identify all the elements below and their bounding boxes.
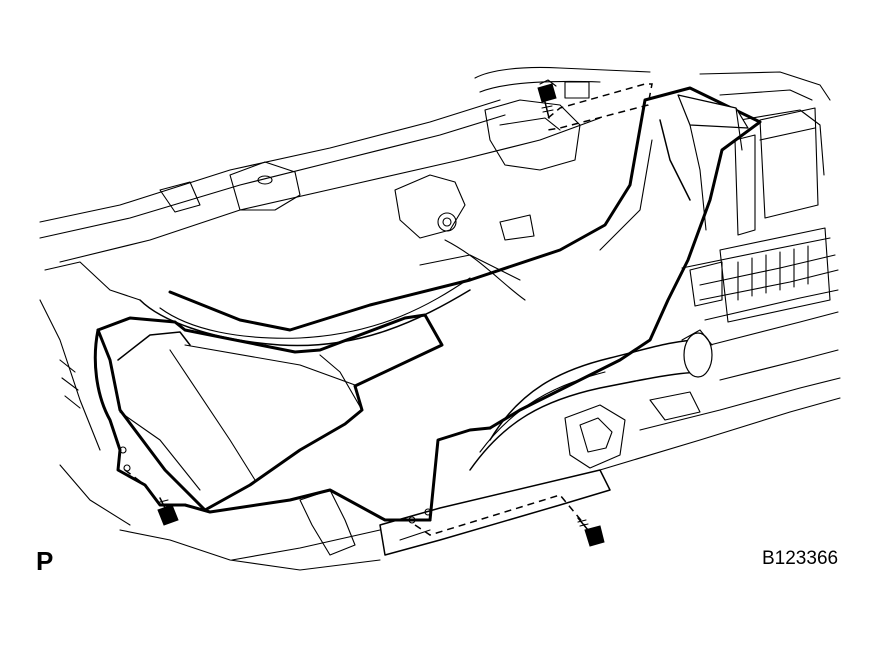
instrument-panel-frame	[39, 66, 841, 571]
upper-bracket-assembly	[159, 81, 590, 241]
bolt-lower-right	[577, 517, 605, 547]
lower-bracket-assembly	[299, 391, 701, 556]
main-air-duct	[93, 313, 492, 522]
lower-trim-strip	[379, 469, 611, 556]
bolt-top	[537, 79, 557, 119]
right-register-housing	[689, 107, 831, 323]
clip-holes	[119, 446, 432, 524]
installation-guide-lines	[124, 83, 653, 536]
figure-code: B123366	[762, 548, 839, 569]
upper-duct	[168, 86, 762, 430]
view-label: P	[36, 546, 54, 576]
bolt-lower-left	[157, 497, 179, 526]
